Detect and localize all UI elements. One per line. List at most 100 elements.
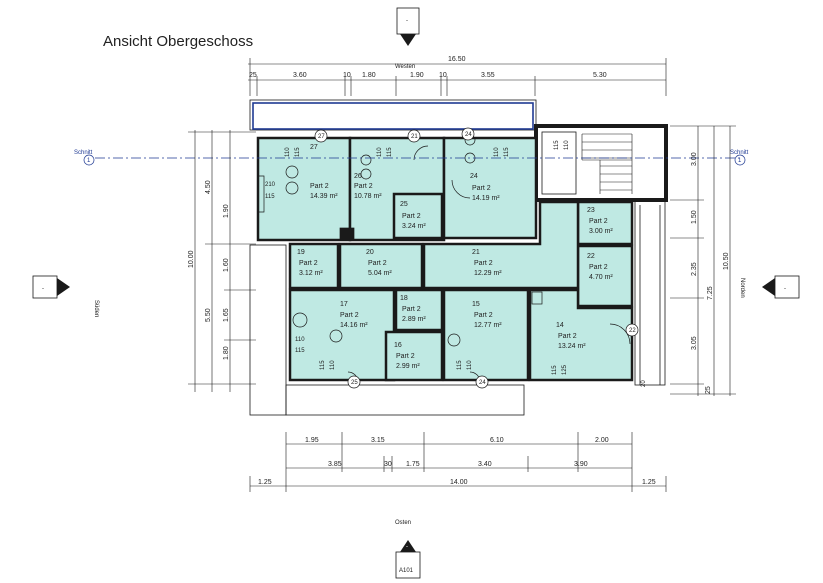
section-number-left: 1 — [87, 158, 91, 164]
room-name: Part 2 — [340, 312, 359, 319]
room-area: 3.00 m² — [589, 228, 613, 235]
window-tag: 210 — [265, 182, 276, 188]
dim-label: 3.40 — [478, 461, 492, 468]
dims-top-text: 16.50 25 3.60 10 1.80 1.90 10 3.55 5.30 — [249, 56, 607, 79]
balcony-glass-top — [252, 102, 534, 130]
room-number: 25 — [400, 201, 408, 208]
room-area: 14.16 m² — [340, 322, 368, 329]
door-tag: 25 — [351, 380, 358, 386]
room-name: Part 2 — [402, 306, 421, 313]
dim-label: 1.60 — [223, 258, 230, 272]
dims-right — [670, 125, 736, 396]
marker-label: - — [406, 544, 408, 550]
room-number: 21 — [472, 249, 480, 256]
dim-label: 30 — [384, 461, 392, 468]
elevation-marker-left: - — [32, 275, 70, 299]
marker-sheet: A101 — [399, 568, 414, 574]
dims-left-text: 10.00 4.50 5.50 1.90 1.60 1.65 1.80 — [188, 180, 230, 360]
door-tag: 24 — [465, 132, 472, 138]
elevation-marker-top: - — [396, 7, 420, 46]
window-tag: 115 — [457, 360, 463, 370]
dim-label: 3.90 — [574, 461, 588, 468]
room-number: 22 — [587, 253, 595, 260]
room-area: 10.78 m² — [354, 193, 382, 200]
room-name: Part 2 — [472, 185, 491, 192]
room-name: Part 2 — [558, 333, 577, 340]
door-tag: 27 — [318, 134, 325, 140]
dim-label: 2.00 — [595, 437, 609, 444]
room-area: 5.04 m² — [368, 270, 392, 277]
window-tag: 110 — [494, 147, 500, 157]
room-number: 14 — [556, 322, 564, 329]
terrace-bottom — [285, 384, 525, 416]
window-tag: 110 — [285, 147, 291, 157]
dim-label: 1.95 — [305, 437, 319, 444]
room-21 — [422, 200, 580, 290]
room-22 — [576, 244, 634, 308]
room-name: Part 2 — [589, 264, 608, 271]
window-tag: 110 — [295, 337, 305, 343]
room-area: 2.89 m² — [402, 316, 426, 323]
room-name: Part 2 — [474, 312, 493, 319]
room-14 — [528, 288, 634, 382]
dims-right-text: 3.00 1.50 2.35 3.05 25 7.25 10.50 — [691, 152, 730, 394]
compass-west: Westen — [395, 64, 415, 70]
room-15 — [442, 288, 530, 382]
section-line: Schnitt 1 Schnitt 1 — [74, 150, 749, 166]
window-tag: 110 — [467, 360, 473, 370]
window-tag: 115 — [554, 140, 560, 150]
rooms-fill — [256, 136, 634, 382]
room-number: 24 — [470, 173, 478, 180]
balcony-top — [249, 99, 537, 131]
dim-label: 3.05 — [691, 336, 698, 350]
window-tag: 115 — [504, 147, 510, 157]
room-area: 12.29 m² — [474, 270, 502, 277]
window-tag: 110 — [330, 360, 336, 370]
compass-north: Norden — [739, 278, 745, 298]
window-tag: 110 — [377, 147, 383, 157]
room-25 — [392, 192, 444, 240]
room-labels: 27 Part 2 14.39 m² 26 Part 2 10.78 m² 25… — [297, 144, 613, 370]
dim-label: 3.00 — [691, 152, 698, 166]
marker-label: - — [42, 286, 44, 292]
dim-label: 1.25 — [642, 479, 656, 486]
window-tag: 115 — [320, 360, 326, 370]
section-label-right: Schnitt — [730, 150, 749, 156]
room-area: 3.12 m² — [299, 270, 323, 277]
dims-bottom-text: 1.95 3.15 6.10 2.00 3.85 30 1.75 3.40 3.… — [258, 437, 656, 486]
elevation-marker-bottom: - A101 — [395, 540, 421, 579]
room-name: Part 2 — [402, 213, 421, 220]
door-tag: 21 — [411, 134, 418, 140]
door-tag: 22 — [629, 328, 636, 334]
dims-left — [188, 130, 256, 392]
room-area: 13.24 m² — [558, 343, 586, 350]
room-area: 14.39 m² — [310, 193, 338, 200]
dim-label: 1.50 — [691, 210, 698, 224]
elevation-marker-right: - — [762, 275, 800, 299]
dim-label: 10 — [343, 72, 351, 79]
dim-label: 14.00 — [450, 479, 468, 486]
room-number: 26 — [354, 173, 362, 180]
room-area: 4.70 m² — [589, 274, 613, 281]
dim-label: 1.75 — [406, 461, 420, 468]
dim-label: 1.80 — [223, 346, 230, 360]
compass-east: Osten — [395, 520, 411, 526]
room-number: 15 — [472, 301, 480, 308]
window-tag: 115 — [265, 194, 275, 200]
dim-label: 3.85 — [328, 461, 342, 468]
room-number: 17 — [340, 301, 348, 308]
dim-label: 25 — [249, 72, 257, 79]
room-number: 19 — [297, 249, 305, 256]
window-tag: 20 — [641, 380, 647, 387]
room-18 — [394, 288, 444, 332]
room-name: Part 2 — [310, 183, 329, 190]
room-area: 2.99 m² — [396, 363, 420, 370]
room-number: 20 — [366, 249, 374, 256]
dim-label: 3.15 — [371, 437, 385, 444]
room-name: Part 2 — [589, 218, 608, 225]
dim-label: 3.55 — [481, 72, 495, 79]
window-tag: 115 — [387, 147, 393, 157]
room-number: 27 — [310, 144, 318, 151]
window-tag: 115 — [295, 147, 301, 157]
room-number: 16 — [394, 342, 402, 349]
